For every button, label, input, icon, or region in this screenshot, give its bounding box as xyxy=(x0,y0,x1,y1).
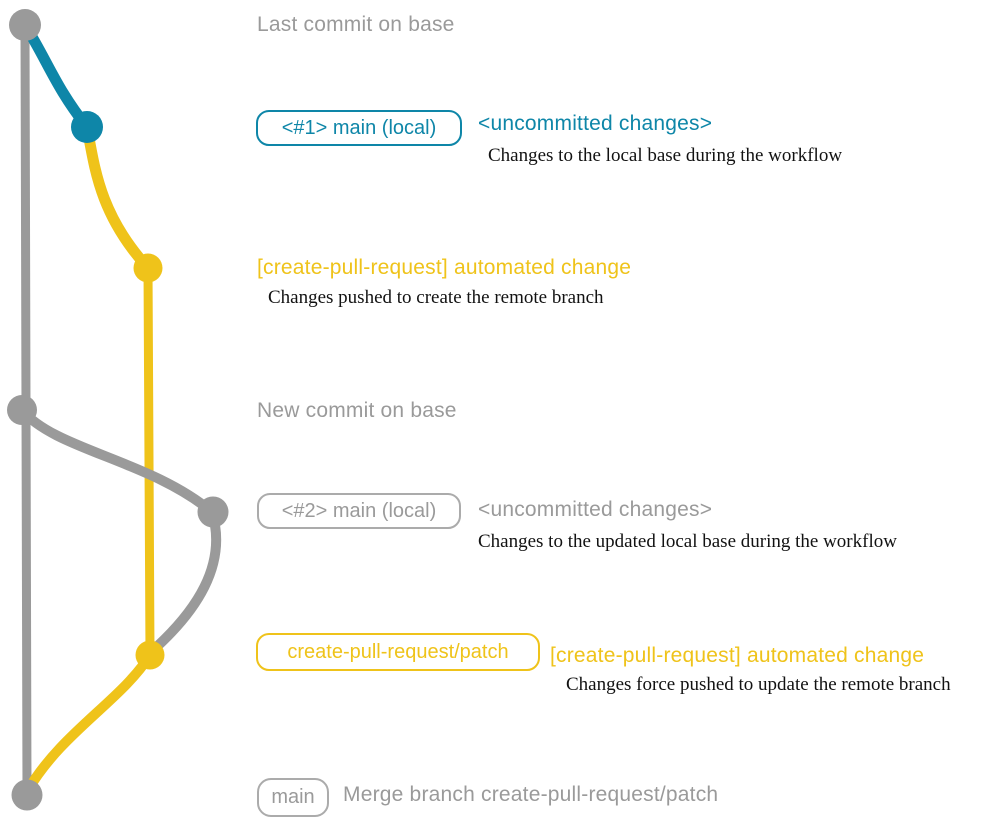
note-new-commit-on-base: New commit on base xyxy=(257,399,457,422)
desc-force-pushed-update-remote: Changes force pushed to update the remot… xyxy=(566,674,951,695)
rebase-out-curve xyxy=(17,405,217,517)
badge-pr-branch: create-pull-request/patch xyxy=(256,633,540,671)
note-last-commit-on-base: Last commit on base xyxy=(257,13,455,36)
label-automated-change-2: [create-pull-request] automated change xyxy=(550,644,925,667)
badge-main-label: main xyxy=(271,786,315,808)
merge-curve xyxy=(23,650,155,795)
local-main-branch-curve xyxy=(19,19,93,133)
badge-main: main xyxy=(257,778,329,817)
desc-pushed-create-remote: Changes pushed to create the remote bran… xyxy=(268,287,604,308)
commit-dot-pr-2 xyxy=(135,640,165,670)
commit-dot-merge xyxy=(11,779,43,811)
git-graph xyxy=(7,9,229,811)
badge-main-local-2: <#2> main (local) xyxy=(257,493,461,529)
label-uncommitted-changes-2: <uncommitted changes> xyxy=(478,498,713,521)
label-uncommitted-changes-1: <uncommitted changes> xyxy=(478,112,713,135)
desc-local-base-changes: Changes to the local base during the wor… xyxy=(488,145,843,166)
label-automated-change-1: [create-pull-request] automated change xyxy=(257,256,632,279)
pr-branch-line xyxy=(143,263,155,660)
commit-dot-last-base xyxy=(9,9,41,41)
badge-pr-branch-label: create-pull-request/patch xyxy=(287,640,509,663)
commit-dot-new-base xyxy=(7,395,37,425)
label-merge-branch: Merge branch create-pull-request/patch xyxy=(343,783,719,806)
badge-main-local-2-label: <#2> main (local) xyxy=(281,499,437,522)
badge-main-local-1-label: <#1> main (local) xyxy=(281,116,437,139)
commit-dot-local-main-1 xyxy=(71,111,103,143)
commit-dot-local-main-2 xyxy=(197,496,229,528)
rebase-back-curve xyxy=(146,507,222,657)
pr-branch-create-curve xyxy=(81,121,154,274)
desc-updated-local-base-changes: Changes to the updated local base during… xyxy=(478,531,897,552)
commit-dot-pr-1 xyxy=(133,253,163,283)
badge-main-local-1: <#1> main (local) xyxy=(256,110,462,146)
